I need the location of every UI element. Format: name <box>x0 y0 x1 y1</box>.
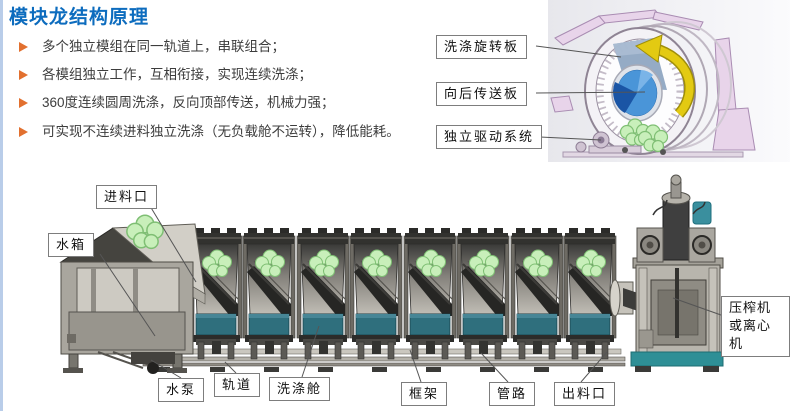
label-backward-transfer-plate: 向后传送板 <box>436 82 528 107</box>
label-independent-drive-system: 独立驱动系统 <box>436 125 543 150</box>
water-pump <box>131 352 175 364</box>
bullet-text: 360度连续圆周洗涤，反向顶部传送，机械力强； <box>42 95 335 111</box>
drum-drive-system <box>575 131 666 155</box>
label-wash-chamber: 洗涤舱 <box>269 377 331 402</box>
label-frame: 框架 <box>401 382 448 407</box>
label-press-or-centrifuge: 压榨机 或离心机 <box>721 296 790 357</box>
bullet-arrow-icon <box>19 70 28 81</box>
backward-transfer-plate <box>611 64 663 122</box>
label-water-pump: 水泵 <box>158 378 205 403</box>
drum-3d-illustration <box>548 0 790 162</box>
bullet-text: 各模组独立工作，互相衔接，实现连续洗涤； <box>42 67 312 83</box>
list-item: 360度连续圆周洗涤，反向顶部传送，机械力强； <box>15 94 455 112</box>
bullet-arrow-icon <box>19 42 28 52</box>
label-feed-inlet: 进料口 <box>96 185 158 210</box>
list-item: 多个独立模组在同一轨道上，串联组合； <box>15 38 455 56</box>
label-piping: 管路 <box>489 382 536 407</box>
bullet-arrow-icon <box>19 98 28 109</box>
bullet-arrow-icon <box>19 126 28 137</box>
washing-line-illustration <box>59 174 724 374</box>
label-track: 轨道 <box>214 373 261 398</box>
label-wash-rotating-plate: 洗涤旋转板 <box>436 35 528 60</box>
press-base <box>630 351 724 367</box>
page-title: 模块龙结构原理 <box>9 7 150 28</box>
press-machine <box>623 174 724 372</box>
label-water-tank: 水箱 <box>48 233 95 258</box>
list-item: 可实现不连续进料独立洗涤（无负载舱不运转），降低能耗。 <box>15 123 455 141</box>
feature-list: 多个独立模组在同一轨道上，串联组合； 各模组独立工作，互相衔接，实现连续洗涤； … <box>15 38 455 151</box>
bullet-text: 多个独立模组在同一轨道上，串联组合； <box>42 39 285 54</box>
leader-lines <box>99 45 722 383</box>
track-rails <box>142 356 626 372</box>
bullet-text: 可实现不连续进料独立洗涤（无负载舱不运转），降低能耗。 <box>42 123 400 139</box>
rotation-arrow-icon <box>634 34 696 118</box>
wash-chambers <box>190 228 616 359</box>
label-outlet: 出料口 <box>554 382 616 407</box>
list-item: 各模组独立工作，互相衔接，实现连续洗涤； <box>15 66 455 84</box>
